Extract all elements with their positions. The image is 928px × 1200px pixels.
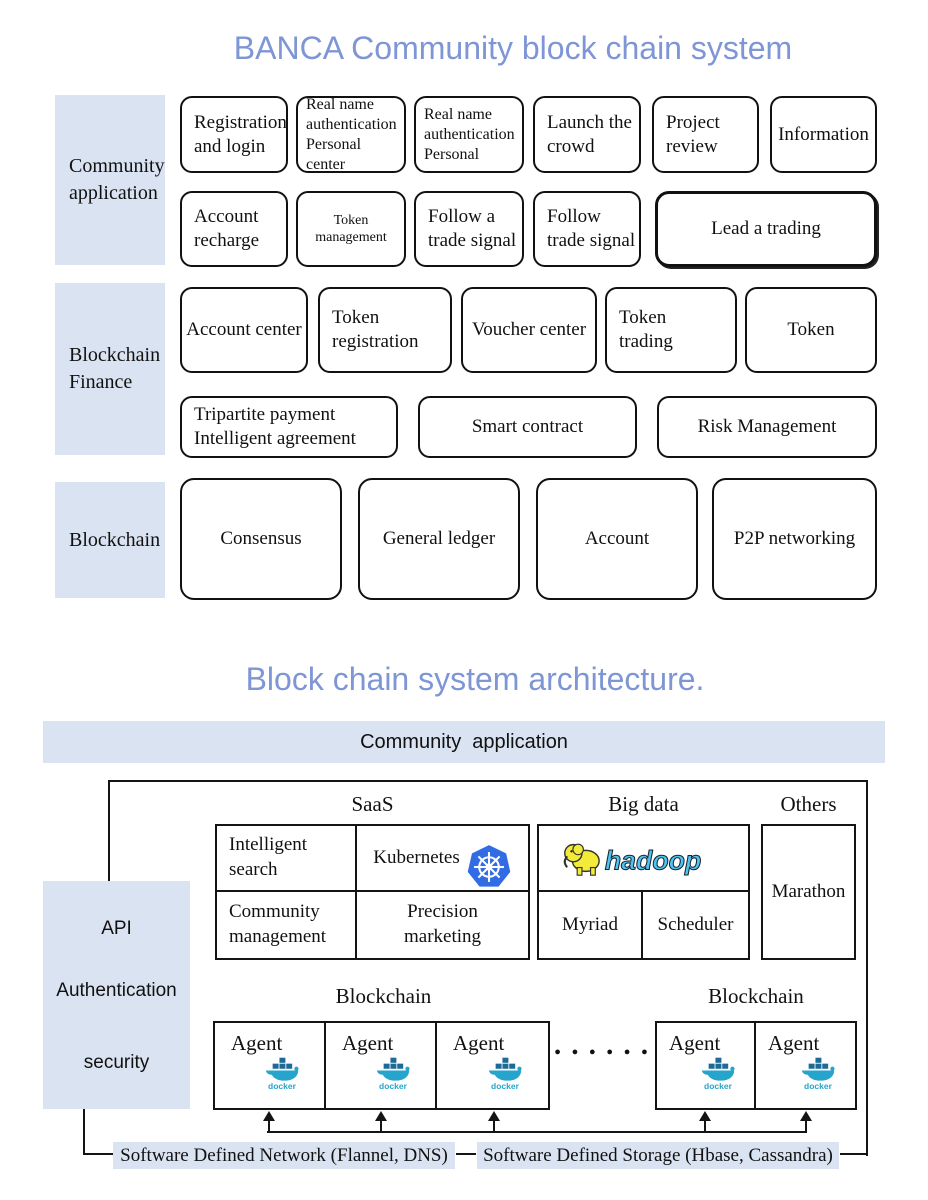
arrow-up-icon xyxy=(800,1111,812,1121)
box-follow-a-trade-signal: Follow a trade signal xyxy=(414,191,524,267)
agent-box: Agent docker xyxy=(756,1023,855,1108)
agent-box: Agent docker xyxy=(657,1023,756,1108)
authentication-label: Authentication xyxy=(56,980,177,1001)
svg-text:docker: docker xyxy=(804,1081,833,1090)
sidebar-community-application: Community application xyxy=(55,95,165,265)
box-real-name-personal: Real name authentication Personal xyxy=(414,96,524,173)
saas-header: SaaS xyxy=(351,792,394,816)
cell-marathon: Marathon xyxy=(771,880,846,902)
api-label: API xyxy=(101,918,132,939)
sidebar-blockchain: Blockchain xyxy=(55,482,165,598)
blockchain-header-right: Blockchain xyxy=(708,984,804,1008)
box-registration-and-login: Registration and login xyxy=(180,96,288,173)
hadoop-logo: hadoop xyxy=(539,826,748,892)
agent-label: Agent xyxy=(669,1031,721,1055)
svg-text:docker: docker xyxy=(379,1081,408,1090)
community-application-bar: Community application xyxy=(43,721,885,763)
others-box: Marathon xyxy=(761,824,856,960)
api-connector-horizontal-line xyxy=(83,1153,113,1155)
box-account-recharge: Account recharge xyxy=(180,191,288,267)
agent-label: Agent xyxy=(453,1031,505,1055)
docker-icon: docker xyxy=(483,1056,527,1095)
svg-text:hadoop: hadoop xyxy=(604,845,700,875)
docker-icon: docker xyxy=(260,1056,304,1095)
box-p2p-networking: P2P networking xyxy=(712,478,877,600)
outer-frame-top-line xyxy=(108,780,868,782)
big-data-header: Big data xyxy=(608,792,679,816)
cell-scheduler: Scheduler xyxy=(657,913,734,935)
kubernetes-label: Kubernetes xyxy=(373,846,460,868)
saas-table: Intelligent search Kubernetes xyxy=(215,824,530,960)
cell-intelligent-search: Intelligent search xyxy=(217,826,357,892)
box-token-management: Token management xyxy=(296,191,406,267)
box-account-center: Account center xyxy=(180,287,308,373)
arrow-stem xyxy=(268,1120,270,1132)
big-data-table: hadoop Myriad Scheduler xyxy=(537,824,750,960)
box-real-name-personal-center: Real name authentication Personal center xyxy=(296,96,406,173)
diagram2-title: Block chain system architecture. xyxy=(245,661,705,697)
box-follow-trade-signal: Follow trade signal xyxy=(533,191,641,267)
others-header: Others xyxy=(780,792,837,816)
agent-box: Agent docker xyxy=(437,1023,548,1108)
box-smart-contract: Smart contract xyxy=(418,396,637,458)
arrow-up-icon xyxy=(488,1111,500,1121)
api-connector-vertical-line xyxy=(83,1109,85,1155)
cell-myriad: Myriad xyxy=(539,892,643,958)
security-label: security xyxy=(83,1052,150,1073)
box-token: Token xyxy=(745,287,877,373)
box-launch-the-crowd: Launch the crowd xyxy=(533,96,641,173)
outer-frame-right-line xyxy=(866,780,868,1156)
box-risk-management: Risk Management xyxy=(657,396,877,458)
box-general-ledger: General ledger xyxy=(358,478,520,600)
cell-precision-marketing: Precision marketing xyxy=(403,901,482,947)
right-connector-line xyxy=(840,1153,868,1155)
arrow-stem xyxy=(805,1120,807,1132)
diagram1-title: BANCA Community block chain system xyxy=(233,30,793,66)
box-information: Information xyxy=(770,96,877,173)
agent-label: Agent xyxy=(231,1031,283,1055)
ellipsis-dots: ● ● ● ● ● ● xyxy=(554,1046,652,1058)
agent-label: Agent xyxy=(342,1031,394,1055)
hadoop-elephant-icon xyxy=(563,843,600,876)
agent-label: Agent xyxy=(768,1031,820,1055)
sdn-label: Software Defined Network (Flannel, DNS) xyxy=(113,1142,455,1169)
box-tripartite-payment: Tripartite payment Intelligent agreement xyxy=(180,396,398,458)
label-dash-line xyxy=(456,1153,476,1155)
arrow-stem xyxy=(380,1120,382,1132)
arrow-up-icon xyxy=(375,1111,387,1121)
svg-text:docker: docker xyxy=(704,1081,733,1090)
svg-text:docker: docker xyxy=(491,1081,520,1090)
box-token-registration: Token registration xyxy=(318,287,452,373)
agent-bus-line xyxy=(267,1131,807,1133)
arrow-stem xyxy=(704,1120,706,1132)
arrow-stem xyxy=(493,1120,495,1132)
kubernetes-icon xyxy=(466,819,512,897)
agent-box: Agent docker xyxy=(326,1023,437,1108)
box-token-trading: Token trading xyxy=(605,287,737,373)
cell-kubernetes: Kubernetes xyxy=(357,826,528,892)
sidebar-blockchain-finance: Blockchain Finance xyxy=(55,283,165,455)
api-panel: API Authentication security xyxy=(43,881,190,1109)
box-lead-a-trading: Lead a trading xyxy=(655,191,877,267)
box-account: Account xyxy=(536,478,698,600)
arrow-up-icon xyxy=(263,1111,275,1121)
docker-icon: docker xyxy=(371,1056,415,1095)
blockchain-header-left: Blockchain xyxy=(335,984,432,1008)
agent-box: Agent docker xyxy=(215,1023,326,1108)
outer-frame-left-line xyxy=(108,780,110,881)
box-project-review: Project review xyxy=(652,96,759,173)
svg-text:docker: docker xyxy=(268,1081,297,1090)
docker-icon: docker xyxy=(696,1056,740,1095)
arrow-up-icon xyxy=(699,1111,711,1121)
agent-group-left: Agent docker Agent docker xyxy=(213,1021,550,1110)
agent-group-right: Agent docker Agent docker xyxy=(655,1021,857,1110)
sds-label: Software Defined Storage (Hbase, Cassand… xyxy=(477,1142,839,1169)
docker-icon: docker xyxy=(796,1056,840,1095)
box-consensus: Consensus xyxy=(180,478,342,600)
box-voucher-center: Voucher center xyxy=(461,287,597,373)
cell-community-management: Community management xyxy=(217,892,357,958)
